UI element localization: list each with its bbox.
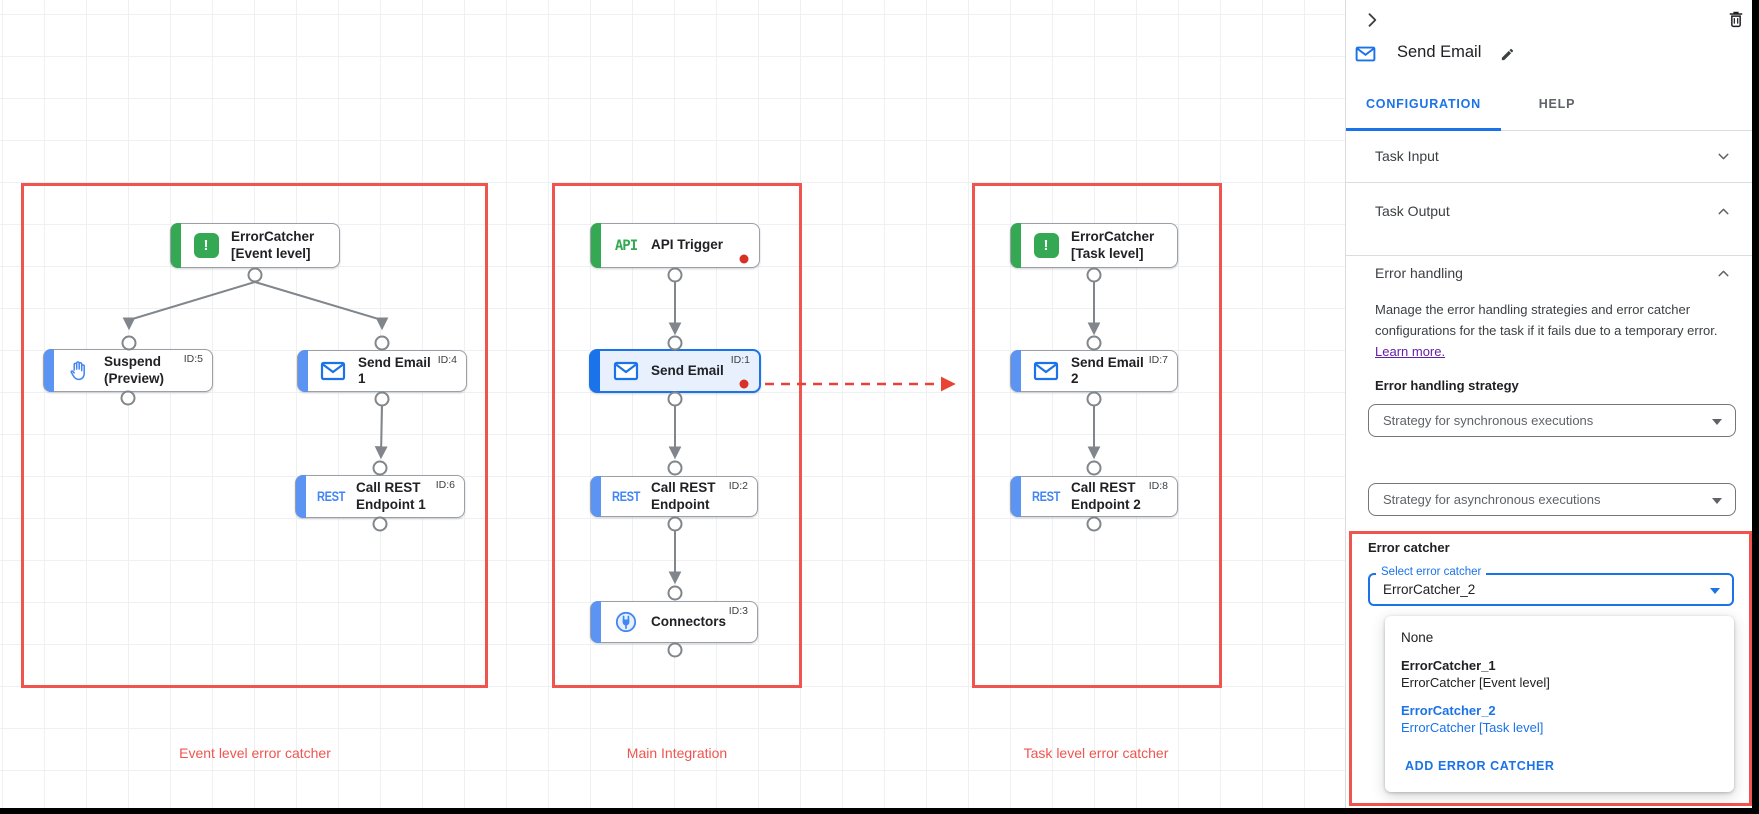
node-title: Connectors	[651, 613, 727, 629]
menu-item-none[interactable]: None	[1401, 630, 1434, 645]
node-title: ErrorCatcher	[231, 229, 315, 245]
task-mail-icon	[1355, 45, 1376, 68]
node-title: Send Email	[651, 362, 724, 378]
node-title: Suspend	[104, 354, 162, 370]
menu-item-errorcatcher-1[interactable]: ErrorCatcher_1 ErrorCatcher [Event level…	[1401, 658, 1550, 690]
node-connectors[interactable]: Connectors ID:3	[590, 601, 758, 643]
tab-help[interactable]: HELP	[1538, 97, 1576, 111]
node-title: ErrorCatcher	[1071, 229, 1155, 245]
node-id-badge: ID:2	[728, 480, 748, 492]
learn-more-link[interactable]: Learn more.	[1375, 344, 1446, 360]
error-handling-strategy-label: Error handling strategy	[1375, 378, 1519, 393]
section-task-input-label: Task Input	[1375, 148, 1439, 164]
sync-strategy-select[interactable]: Strategy for synchronous executions	[1368, 404, 1736, 437]
node-accent-bar	[1011, 223, 1021, 268]
group-box-event-level	[21, 183, 488, 688]
node-accent-bar	[591, 601, 601, 643]
node-accent-bar	[298, 350, 308, 392]
node-send-email-1[interactable]: Send Email 1 ID:4	[297, 350, 467, 392]
section-task-input[interactable]: Task Input	[1346, 131, 1752, 183]
mail-icon	[318, 360, 348, 382]
node-send-email-2[interactable]: Send Email 2 ID:7	[1010, 350, 1178, 392]
node-id-badge: ID:5	[183, 353, 203, 365]
collapse-panel-chevron-right-icon[interactable]	[1362, 10, 1382, 35]
node-accent-bar	[591, 476, 601, 517]
group-label-main-integration: Main Integration	[626, 745, 728, 761]
window-edge-bottom	[0, 808, 1759, 814]
node-title: Call REST	[1071, 480, 1136, 496]
task-config-panel: Send Email CONFIGURATION HELP Task Input…	[1345, 0, 1752, 808]
error-handling-description: Manage the error handling strategies and…	[1375, 302, 1718, 360]
group-label-task-level: Task level error catcher	[1023, 745, 1169, 761]
api-icon: API	[614, 237, 638, 254]
node-id-badge: ID:7	[1148, 354, 1168, 366]
section-task-output-label: Task Output	[1375, 203, 1450, 219]
error-catcher-icon: !	[191, 233, 221, 258]
connector-icon	[611, 610, 641, 634]
chevron-down-icon[interactable]	[1715, 148, 1732, 170]
node-title: Call REST	[356, 480, 421, 496]
node-title: Call REST	[651, 480, 716, 496]
node-accent-bar	[590, 350, 600, 392]
error-catcher-highlight-box	[1349, 531, 1752, 806]
select-error-catcher-value: ErrorCatcher_2	[1383, 582, 1476, 597]
delete-task-trash-icon[interactable]	[1726, 9, 1746, 34]
node-send-email-selected[interactable]: Send Email ID:1	[589, 349, 761, 393]
node-accent-bar	[171, 223, 181, 268]
rest-icon: REST	[612, 489, 640, 504]
node-accent-bar	[1011, 350, 1021, 392]
node-id-badge: ID:3	[728, 605, 748, 617]
select-error-catcher-float-label: Select error catcher	[1376, 566, 1487, 578]
node-title: Send Email 1	[358, 354, 431, 386]
window-edge-right	[1752, 0, 1759, 814]
node-title: Send Email 2	[1071, 354, 1144, 386]
error-catcher-label: Error catcher	[1368, 540, 1450, 555]
integration-canvas[interactable]: ! ErrorCatcher[Event level] Suspend(Prev…	[0, 0, 1345, 808]
node-id-badge: ID:1	[730, 354, 750, 366]
mail-icon	[1031, 360, 1061, 382]
node-id-badge: ID:4	[437, 354, 457, 366]
rest-icon: REST	[1032, 489, 1060, 504]
section-task-output[interactable]: Task Output	[1346, 183, 1752, 256]
suspend-hand-icon	[64, 359, 94, 383]
node-id-badge: ID:6	[435, 479, 455, 491]
node-api-trigger[interactable]: API API Trigger	[590, 223, 760, 268]
async-strategy-select[interactable]: Strategy for asynchronous executions	[1368, 483, 1736, 516]
group-label-event-level: Event level error catcher	[179, 745, 331, 761]
error-catcher-menu: None ErrorCatcher_1 ErrorCatcher [Event …	[1385, 616, 1734, 792]
menu-item-errorcatcher-2[interactable]: ErrorCatcher_2 ErrorCatcher [Task level]	[1401, 703, 1544, 735]
node-accent-bar	[44, 349, 54, 392]
node-id-badge: ID:8	[1148, 480, 1168, 492]
group-box-main-integration	[552, 183, 802, 688]
rest-icon: REST	[317, 489, 345, 504]
error-catcher-icon: !	[1031, 233, 1061, 258]
chevron-down-icon	[1710, 588, 1720, 594]
select-error-catcher-dropdown[interactable]: ErrorCatcher_2	[1368, 573, 1734, 606]
add-error-catcher-button[interactable]: ADD ERROR CATCHER	[1405, 759, 1555, 773]
chevron-down-icon	[1712, 419, 1722, 425]
node-accent-bar	[1011, 476, 1021, 517]
edit-title-pencil-icon[interactable]	[1500, 47, 1515, 67]
chevron-up-icon[interactable]	[1715, 203, 1732, 225]
node-title: API Trigger	[651, 237, 724, 253]
mail-icon	[611, 360, 641, 382]
tab-configuration[interactable]: CONFIGURATION	[1346, 79, 1501, 131]
node-accent-bar	[296, 475, 306, 518]
group-box-task-level	[972, 183, 1222, 688]
panel-tabs: CONFIGURATION HELP	[1346, 79, 1752, 131]
node-errorcatcher-event-level[interactable]: ! ErrorCatcher[Event level]	[170, 223, 340, 268]
node-accent-bar	[591, 223, 601, 268]
section-error-handling-label: Error handling	[1375, 265, 1463, 281]
node-suspend-preview[interactable]: Suspend(Preview) ID:5	[43, 349, 213, 392]
node-errorcatcher-task-level[interactable]: ! ErrorCatcher[Task level]	[1010, 223, 1178, 268]
chevron-up-icon[interactable]	[1715, 265, 1732, 287]
chevron-down-icon	[1712, 498, 1722, 504]
task-title: Send Email	[1397, 43, 1482, 61]
